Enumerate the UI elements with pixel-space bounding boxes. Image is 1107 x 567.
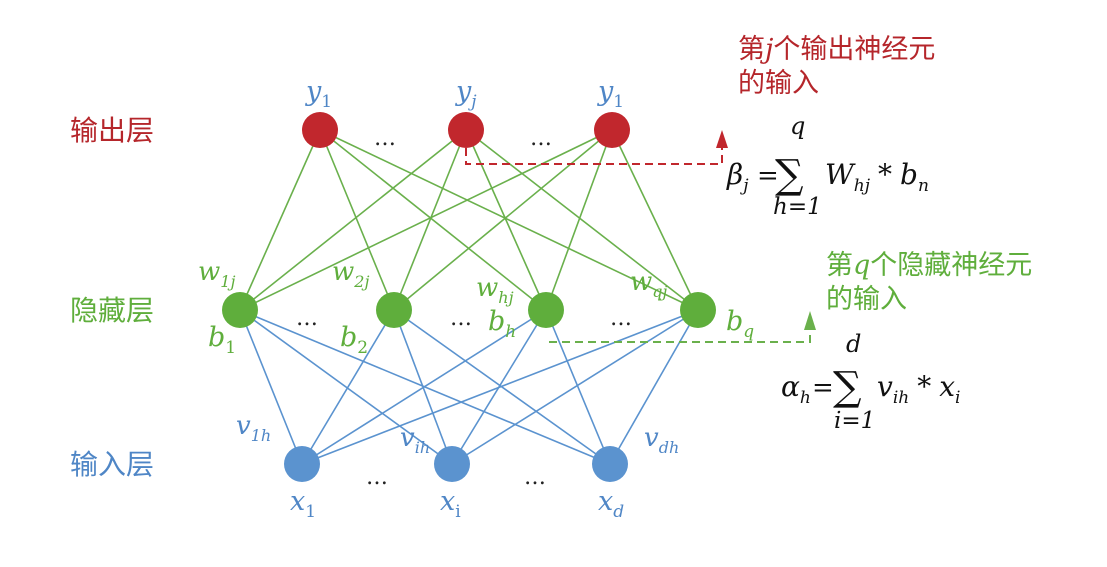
hidden-output-edge [393,129,613,311]
input-neuron-3 [592,446,628,482]
neuron-nodes [222,112,716,482]
output-annotation-line2: 的输入 [738,68,819,99]
formula-hidden-term: vih*xi [877,370,960,408]
hidden-output-edge [239,129,467,311]
hidden-output-edge [239,129,321,311]
input-hidden-edge [239,309,611,465]
input-hidden-edge [301,309,699,465]
formula-output-term: Whj*bn [825,158,929,196]
hidden-weight-label: w2j [332,257,369,291]
input-hidden-edge [451,309,699,465]
formula-output-upper: q [790,112,805,140]
hidden-neuron-4 [680,292,716,328]
hidden-annotation-line1: 第q个隐藏神经元 [826,250,1032,281]
formula-output-lower: h=1 [773,194,822,220]
input-node-label: xd [598,486,624,522]
weight-labels: w1j w2j whj wqj v1h vih vdh [198,257,679,457]
input-weight-label: v1h [236,411,271,445]
formula-output-sum: ∑ [775,152,804,198]
output-neuron-3 [594,112,630,148]
output-neuron-2 [448,112,484,148]
hidden-weight-label: wqj [630,267,668,301]
hidden-neuron-3 [528,292,564,328]
input-neuron-1 [284,446,320,482]
output-node-label: yj [455,76,477,112]
output-input-dashed-arrow [465,144,723,165]
output-node-label: y1 [597,76,624,112]
ellipsis-marks: … … … … … … … [296,126,632,490]
formula-output-eq: = [757,161,779,191]
hidden-node-label: b2 [340,322,368,358]
formula-hidden-sum: ∑ [833,364,862,410]
input-weight-label: vdh [644,423,679,457]
hidden-output-edge [465,129,547,311]
hidden-weight-label: whj [476,273,514,307]
formula-hidden-lhs: αh [781,370,811,408]
input-hidden-edge [609,309,699,465]
output-input-formula: q βj = ∑ h=1 Whj*bn [726,112,929,220]
hidden-node-label: bh [488,306,516,342]
hidden-output-edge [319,129,699,311]
output-node-label: y1 [305,76,332,112]
hidden-annotation-line2: 的输入 [826,284,907,315]
formula-output-lhs: βj [726,158,749,196]
formula-hidden-eq: = [812,373,834,403]
input-node-label: x1 [290,486,316,522]
input-hidden-edge [239,309,303,465]
input-node-label: xi [440,486,461,522]
input-hidden-edge [451,309,547,465]
input-hidden-edge [545,309,611,465]
ellipsis: … [296,306,318,331]
input-hidden-edge [393,309,611,465]
ellipsis: … [374,126,396,151]
hidden-neuron-2 [376,292,412,328]
output-annotation-line1: 第j个输出神经元 [738,34,935,65]
output-arrow-head [716,130,728,148]
input-hidden-connections [239,309,699,465]
formula-hidden-lower: i=1 [834,408,875,434]
output-neuron-1 [302,112,338,148]
hidden-output-edge [239,129,613,311]
output-layer-label: 输出层 [70,114,154,147]
ellipsis: … [610,306,632,331]
hidden-output-edge [319,129,395,311]
hidden-output-edge [611,129,699,311]
hidden-output-edge [545,129,613,311]
hidden-output-edge [319,129,547,311]
neuron-labels: y1 yj y1 b1 b2 bh bq x1 xi xd [208,76,754,522]
input-neuron-2 [434,446,470,482]
hidden-output-connections [239,129,699,311]
hidden-weight-label: w1j [198,257,235,291]
formula-hidden-upper: d [846,330,861,358]
hidden-node-label: bq [726,306,754,342]
ellipsis: … [366,465,388,490]
ellipsis: … [530,126,552,151]
hidden-output-edge [465,129,699,311]
hidden-arrow-head [804,311,816,330]
input-layer-label: 输入层 [70,448,154,481]
hidden-output-edge [393,129,467,311]
input-hidden-edge [301,309,395,465]
input-weight-label: vih [400,423,430,457]
ellipsis: … [450,306,472,331]
input-hidden-edge [239,309,453,465]
hidden-node-label: b1 [208,322,236,358]
hidden-input-dashed-arrow [549,326,811,343]
hidden-neuron-1 [222,292,258,328]
hidden-layer-label: 隐藏层 [70,294,154,327]
ellipsis: … [524,465,546,490]
hidden-input-formula: d αh = ∑ i=1 vih*xi [781,330,960,434]
